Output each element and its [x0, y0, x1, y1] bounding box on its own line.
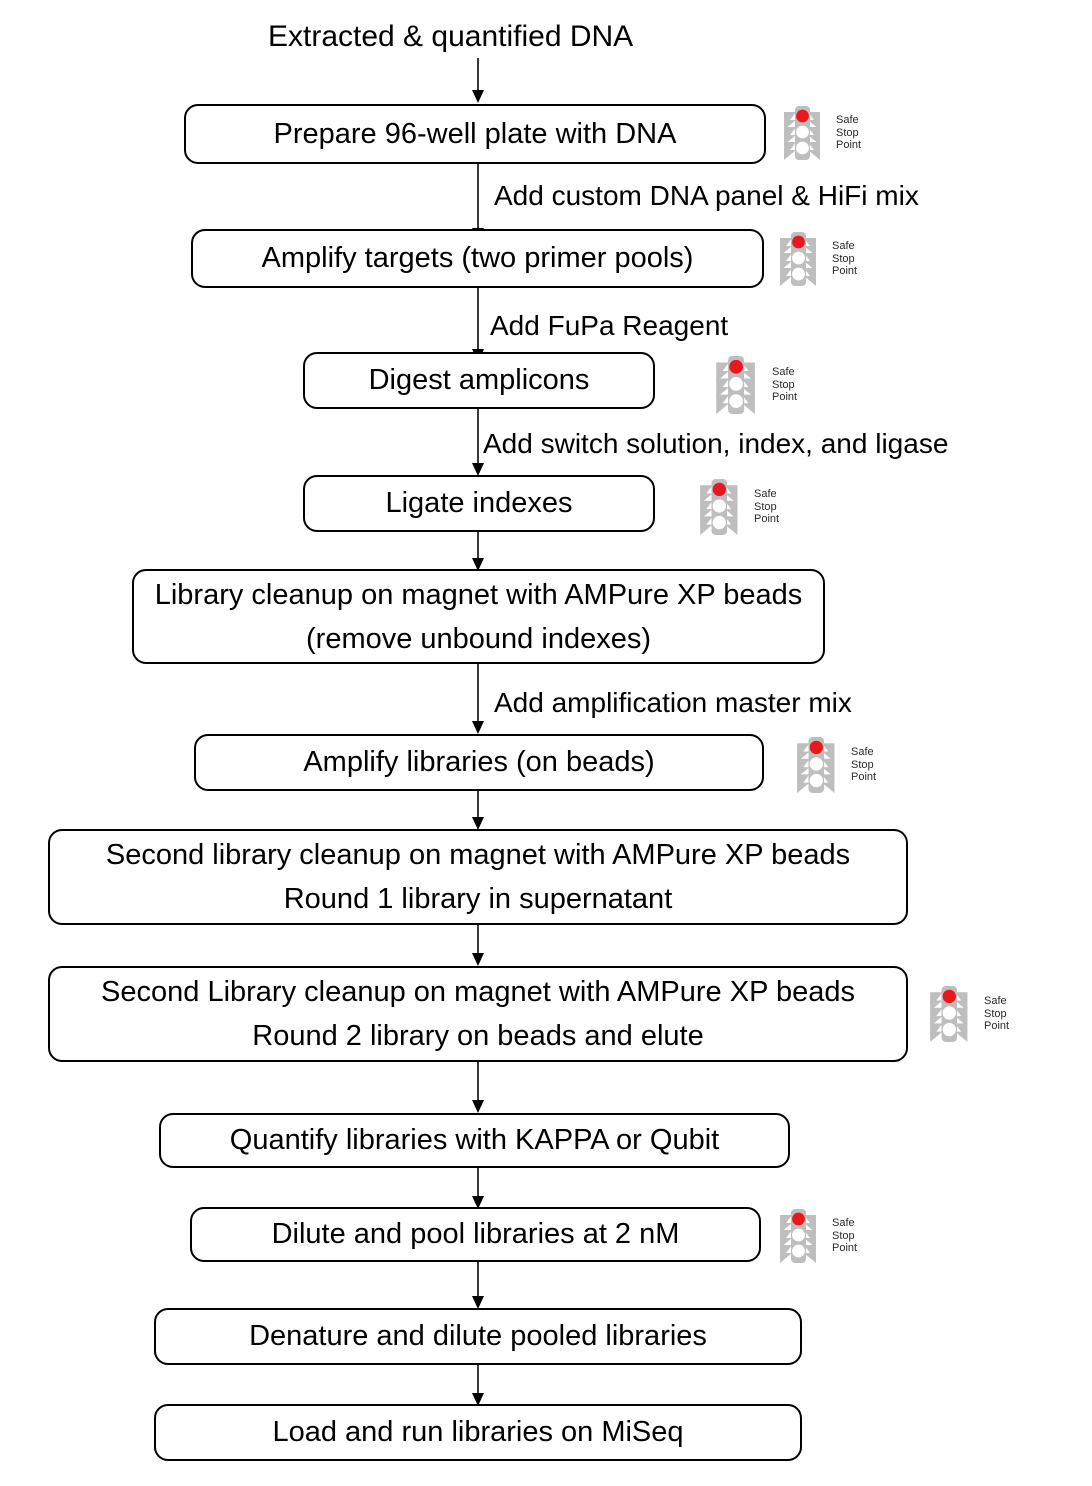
node-load-and-run-libraries-miseq[interactable]: Load and run libraries on MiSeq: [154, 1404, 802, 1461]
ssp-line-stop: Stop: [832, 1229, 855, 1242]
ssp-line-safe: Safe: [984, 995, 1007, 1008]
connector-n9-to-n10: [472, 1168, 484, 1209]
connector-n7-to-n8: [472, 925, 484, 966]
node-amplify-libraries-on-beads[interactable]: Amplify libraries (on beads): [194, 734, 764, 791]
safe-stop-point-text: Safe Stop Point: [836, 114, 861, 152]
traffic-light-icon: [797, 737, 835, 793]
ssp-line-stop: Stop: [832, 252, 855, 265]
node-ligate-indexes[interactable]: Ligate indexes: [303, 475, 655, 532]
ssp-line-safe: Safe: [832, 240, 855, 253]
node-library-cleanup-ampure[interactable]: Library cleanup on magnet with AMPure XP…: [132, 569, 825, 664]
ssp-line-point: Point: [984, 1020, 1010, 1033]
connector-n6-to-n7: [472, 791, 484, 830]
node-prepare-96-well-plate[interactable]: Prepare 96-well plate with DNA: [184, 104, 766, 164]
start-label: Extracted & quantified DNA: [268, 20, 634, 53]
ssp-line-safe: Safe: [832, 1217, 855, 1230]
ssp-line-stop: Stop: [836, 126, 859, 139]
traffic-light-icon: [700, 479, 738, 535]
edge-label-add-amplification-master-mix: Add amplification master mix: [494, 687, 852, 718]
traffic-light-icon: [780, 1209, 816, 1263]
safe-stop-point-n10: Safe Stop Point: [780, 1209, 857, 1263]
traffic-light-icon: [930, 986, 968, 1042]
connector-n10-to-n11: [472, 1262, 484, 1309]
safe-stop-point-n4: Safe Stop Point: [700, 479, 779, 535]
node-dilute-and-pool-libraries[interactable]: Dilute and pool libraries at 2 nM: [190, 1207, 761, 1262]
ssp-line-safe: Safe: [772, 366, 795, 379]
edge-label-add-switch-solution: Add switch solution, index, and ligase: [483, 428, 949, 459]
safe-stop-point-text: Safe Stop Point: [754, 488, 779, 526]
connector-n5-to-n6: [472, 664, 484, 734]
edge-label-add-custom-dna-panel: Add custom DNA panel & HiFi mix: [494, 180, 919, 211]
ssp-line-safe: Safe: [836, 114, 859, 127]
safe-stop-point-text: Safe Stop Point: [851, 746, 876, 784]
safe-stop-point-text: Safe Stop Point: [984, 995, 1009, 1033]
traffic-light-icon: [716, 356, 755, 414]
ssp-line-point: Point: [851, 771, 877, 784]
ssp-line-stop: Stop: [851, 758, 874, 771]
connector-n11-to-n12: [472, 1365, 484, 1406]
ssp-line-point: Point: [832, 265, 858, 278]
safe-stop-point-text: Safe Stop Point: [832, 1217, 857, 1255]
node-digest-amplicons[interactable]: Digest amplicons: [303, 352, 655, 409]
ssp-line-point: Point: [832, 1242, 858, 1255]
ssp-line-stop: Stop: [772, 378, 795, 391]
safe-stop-point-n8: Safe Stop Point: [930, 986, 1009, 1042]
connector-start-to-n1: [472, 58, 484, 103]
ssp-line-safe: Safe: [754, 488, 777, 501]
safe-stop-point-n3: Safe Stop Point: [716, 356, 797, 414]
connector-n4-to-n5: [472, 532, 484, 571]
safe-stop-point-n2: Safe Stop Point: [780, 232, 857, 286]
connector-n8-to-n9: [472, 1062, 484, 1113]
ssp-line-safe: Safe: [851, 746, 874, 759]
node-denature-and-dilute-pooled-libraries[interactable]: Denature and dilute pooled libraries: [154, 1308, 802, 1365]
node-second-library-cleanup-round1[interactable]: Second library cleanup on magnet with AM…: [48, 829, 908, 925]
node-quantify-libraries[interactable]: Quantify libraries with KAPPA or Qubit: [159, 1113, 790, 1168]
ssp-line-point: Point: [754, 513, 780, 526]
node-second-library-cleanup-round2[interactable]: Second Library cleanup on magnet with AM…: [48, 966, 908, 1062]
edge-label-add-fupa-reagent: Add FuPa Reagent: [490, 310, 729, 341]
ssp-line-point: Point: [836, 139, 862, 152]
safe-stop-point-text: Safe Stop Point: [772, 366, 797, 404]
connector-n3-to-n4: [472, 409, 484, 476]
ssp-line-point: Point: [772, 391, 798, 404]
ssp-line-stop: Stop: [754, 500, 777, 513]
traffic-light-icon: [780, 232, 816, 286]
safe-stop-point-n1: Safe Stop Point: [784, 106, 861, 160]
safe-stop-point-n6: Safe Stop Point: [797, 737, 876, 793]
ssp-line-stop: Stop: [984, 1007, 1007, 1020]
safe-stop-point-text: Safe Stop Point: [832, 240, 857, 278]
node-amplify-targets[interactable]: Amplify targets (two primer pools): [191, 229, 764, 288]
traffic-light-icon: [784, 106, 820, 160]
